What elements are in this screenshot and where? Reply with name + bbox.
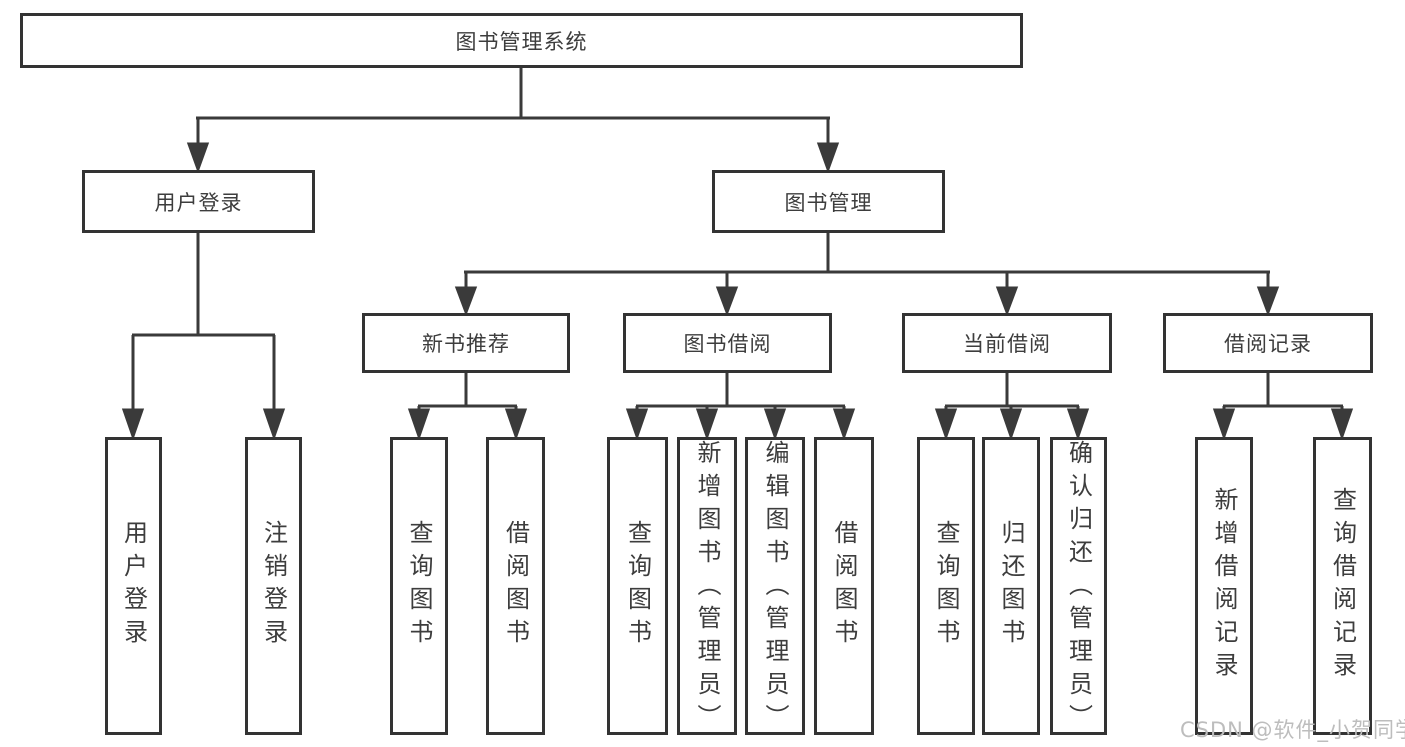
node-user-login: 用户登录: [82, 170, 315, 233]
node-root-library-system: 图书管理系统: [20, 13, 1023, 68]
connector-arrows-level3: [454, 272, 1280, 317]
leaf-query-books-recommend: 查询图书: [390, 437, 448, 735]
leaf-add-book-admin: 新增图书（管理员）: [677, 437, 737, 737]
connector-stems: [196, 68, 1270, 407]
leaf-return-book: 归还图书: [982, 437, 1040, 735]
leaf-add-borrow-record: 新增借阅记录: [1195, 437, 1253, 735]
leaf-edit-book-admin: 编辑图书（管理员）: [745, 437, 805, 737]
leaf-query-books-borrow: 查询图书: [607, 437, 668, 735]
node-borrow-records: 借阅记录: [1163, 313, 1373, 373]
leaf-logout: 注销登录: [245, 437, 302, 735]
node-new-book-recommend: 新书推荐: [362, 313, 570, 373]
node-book-borrow: 图书借阅: [623, 313, 832, 373]
leaf-confirm-return-admin: 确认归还（管理员）: [1050, 437, 1107, 737]
watermark-text: CSDN @软件_小贺同学: [1180, 718, 1405, 742]
leaf-borrow-books-recommend: 借阅图书: [486, 437, 545, 735]
connector-arrows-level2: [186, 118, 840, 174]
node-current-borrow: 当前借阅: [902, 313, 1112, 373]
leaf-user-login: 用户登录: [105, 437, 162, 735]
leaf-query-books-current: 查询图书: [917, 437, 975, 735]
node-book-management: 图书管理: [712, 170, 945, 233]
leaf-query-borrow-record: 查询借阅记录: [1313, 437, 1372, 735]
connector-arrows-leaves: [121, 335, 1354, 441]
leaf-borrow-books: 借阅图书: [814, 437, 874, 735]
